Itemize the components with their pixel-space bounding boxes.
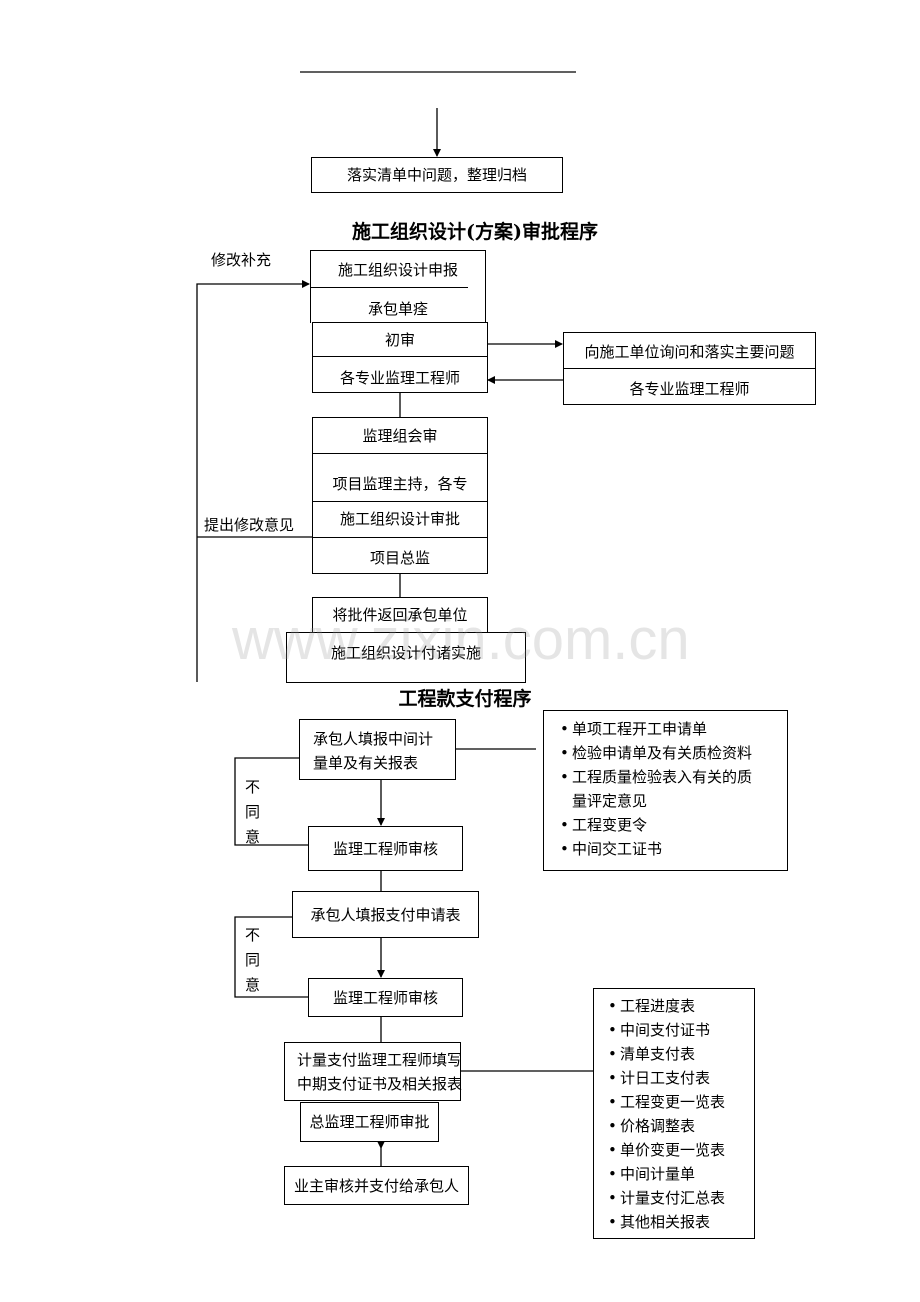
list-item: •中间交工证书 [560,840,663,858]
box2-label: 监理工程师审核 [332,840,438,858]
payment-application-box: 承包人填报支付申请表 [292,891,479,938]
list-item: •单价变更一览表 [608,1141,726,1159]
reject-char: 不 [245,926,261,944]
list-item: •工程质量检验表入有关的质 [560,768,753,786]
engineer-review-box-1: 监理工程师审核 [308,826,463,871]
reject-char: 意 [245,828,261,846]
interim-certificate-box: 计量支付监理工程师填写 中期支付证书及相关报表 [284,1042,463,1101]
box5-line2: 中期支付证书及相关报表 [297,1075,463,1093]
list-item: •价格调整表 [608,1117,696,1135]
joint-review-box: 监理组会审 项目监理主持，各专 [312,417,488,503]
list-item: •工程变更一览表 [608,1093,726,1111]
owner-payment-box: 业主审核并支付给承包人 [284,1166,469,1205]
list-item: •计量支付汇总表 [608,1189,726,1207]
approval-sub: 项目总监 [369,549,430,567]
required-docs-list-2: •工程进度表 •中间支付证书 •清单支付表 •计日工支付表 •工程变更一览表 •… [593,988,755,1239]
list-item: •工程进度表 [608,997,696,1015]
joint-sub: 项目监理主持，各专 [332,475,468,493]
list-item: •清单支付表 [608,1045,696,1063]
submit-sub: 承包单痊 [367,300,428,318]
box5-line1: 计量支付监理工程师填写 [297,1051,463,1069]
box6-label: 总监理工程师审批 [309,1113,430,1131]
archive-label: 落实清单中问题，整理归档 [346,166,527,184]
inquiry-sub: 各专业监理工程师 [629,380,750,398]
initial-sub: 各专业监理工程师 [339,369,460,387]
revision-loop-line [196,280,310,682]
divider [564,368,815,369]
joint-title: 监理组会审 [362,427,438,445]
list-item: •工程变更令 [560,816,648,834]
list-item: •中间计量单 [608,1165,696,1183]
implement-box: 施工组织设计付诸实施 [286,632,526,683]
initial-title: 初审 [384,331,415,349]
section1-title: 施工组织设计(方案)审批程序 [352,221,598,243]
box7-label: 业主审核并支付给承包人 [293,1177,459,1195]
reject-char: 意 [245,976,261,994]
initial-review-box: 初审 各专业监理工程师 [312,322,488,393]
submit-title: 施工组织设计申报 [337,261,458,279]
reject-char: 同 [245,803,261,821]
list-item: •其他相关报表 [608,1213,711,1231]
arrow-head-icon [377,1141,385,1149]
archive-box: 落实清单中问题，整理归档 [311,157,563,193]
reject-loop-1 [234,757,308,846]
divider [313,453,487,454]
divider [313,537,487,538]
section2-title: 工程款支付程序 [398,688,532,710]
engineer-review-box-2: 监理工程师审核 [308,978,463,1017]
divider [313,356,487,357]
reject-loop-2 [234,916,308,998]
list-item: 量评定意见 [572,792,648,810]
contractor-measure-box: 承包人填报中间计 量单及有关报表 [299,719,456,780]
box4-label: 监理工程师审核 [332,989,438,1007]
list-item: •中间支付证书 [608,1021,711,1039]
divider [311,287,468,288]
propose-changes-label: 提出修改意见 [204,516,295,534]
chief-approval-box: 总监理工程师审批 [300,1102,439,1142]
return-title: 将批件返回承包单位 [332,606,468,624]
list-item: •单项工程开工申请单 [560,720,708,738]
list-item: •计日工支付表 [608,1069,711,1087]
reject-char: 不 [245,778,261,796]
required-docs-list-1: •单项工程开工申请单 •检验申请单及有关质检资料 •工程质量检验表入有关的质 量… [543,710,788,871]
revise-supplement-label: 修改补充 [211,251,272,269]
reject-label-2: 不同意 [245,923,261,998]
box1-line2: 量单及有关报表 [313,754,419,772]
box1-line1: 承包人填报中间计 [313,730,434,748]
submit-box: 施工组织设计申报 承包单痊 [310,250,486,323]
approval-box: 施工组织设计审批 项目总监 [312,501,488,574]
reject-label-1: 不同意 [245,775,261,850]
approval-title: 施工组织设计审批 [339,510,460,528]
list-item: •检验申请单及有关质检资料 [560,744,753,762]
inquiry-box: 向施工单位询问和落实主要问题 各专业监理工程师 [563,332,816,405]
box3-label: 承包人填报支付申请表 [310,906,461,924]
inquiry-title: 向施工单位询问和落实主要问题 [584,343,795,361]
reject-char: 同 [245,951,261,969]
implement-title: 施工组织设计付诸实施 [330,644,481,662]
